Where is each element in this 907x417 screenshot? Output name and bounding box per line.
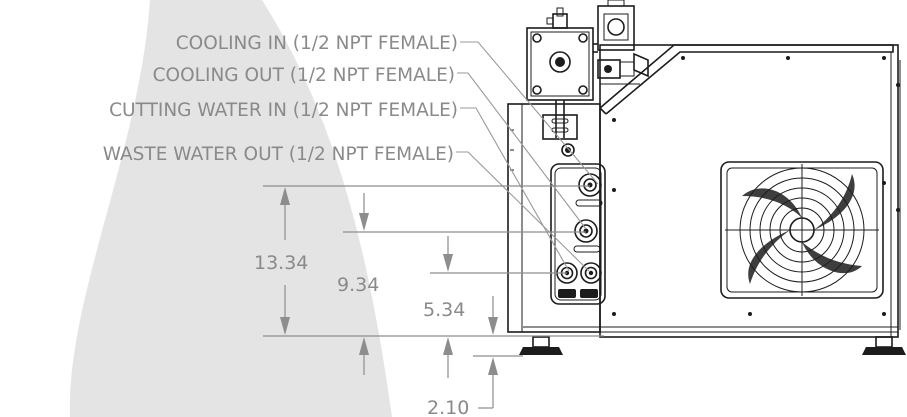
callout-cutting-water-in: CUTTING WATER IN (1/2 NPT FEMALE) [109,100,458,121]
callout-cooling-in: COOLING IN (1/2 NPT FEMALE) [176,33,458,54]
dimension-lines [263,185,604,409]
background-swoosh [69,0,392,417]
fan-grille [720,161,884,299]
callout-cooling-out: COOLING OUT (1/2 NPT FEMALE) [153,65,455,86]
top-manifold [526,0,649,138]
dimension-5-34: 5.34 [423,299,465,321]
machine-feet [519,336,906,355]
dimension-9-34: 9.34 [337,274,379,296]
callout-leaders [456,41,599,272]
dimension-13-34: 13.34 [254,252,308,274]
dimension-2-10: 2.10 [427,397,469,417]
callout-waste-water-out: WASTE WATER OUT (1/2 NPT FEMALE) [103,144,454,165]
port-panel [550,163,606,305]
cabinet-lid [599,44,894,115]
machine-outline [507,0,906,355]
side-panel [507,103,601,333]
mounting-bracket [542,114,578,157]
